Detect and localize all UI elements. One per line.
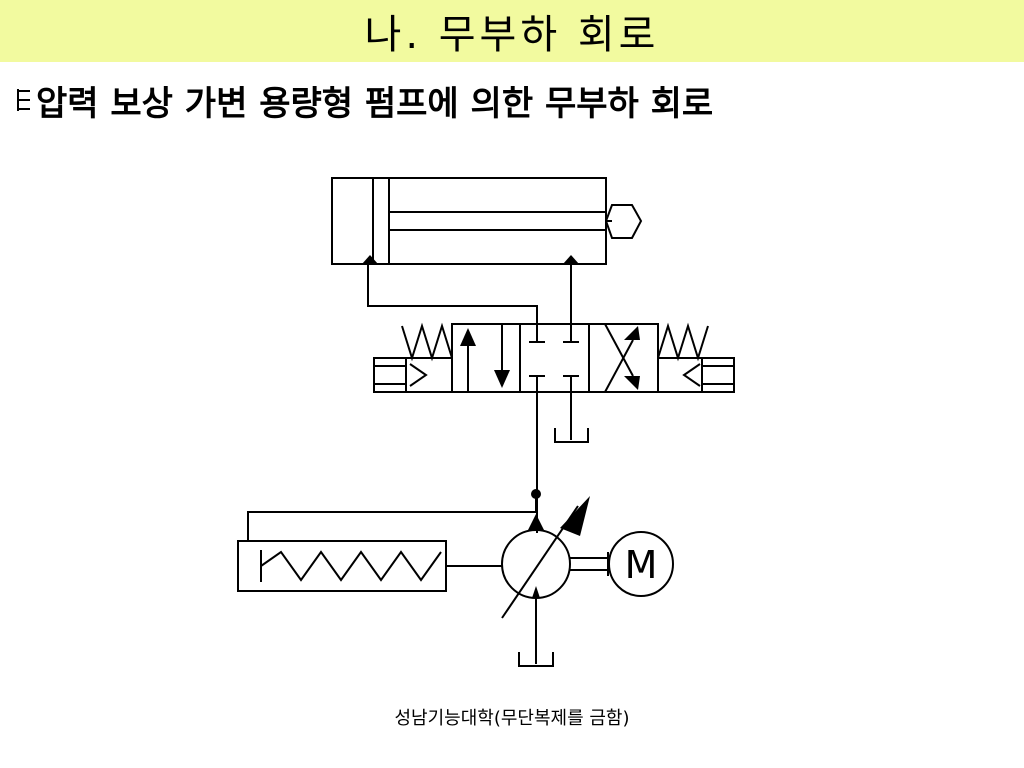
bullet-icon: [17, 89, 30, 111]
solenoid-left: [373, 357, 453, 393]
slide-title: 나. 무부하 회로: [364, 12, 660, 58]
variable-displacement-pump: [501, 496, 590, 619]
directional-control-valve-4-3: [451, 323, 659, 393]
spring-right: [657, 322, 709, 362]
footer: 성남기능대학(무단복제를 금함): [394, 708, 630, 729]
title-bar: 나. 무부하 회로: [0, 0, 1024, 62]
pressure-compensator: [237, 494, 537, 592]
motor-label: M: [625, 543, 658, 587]
tank-pump: [518, 652, 554, 667]
spring-left: [401, 322, 453, 362]
subtitle: 압력 보상 가변 용량형 펌프에 의한 무부하 회로: [36, 83, 714, 124]
tank-valve: [554, 428, 589, 443]
solenoid-right: [657, 357, 735, 393]
hydraulic-cylinder: [331, 177, 643, 265]
subtitle-line: 압력 보상 가변 용량형 펌프에 의한 무부하 회로: [14, 78, 714, 124]
electric-motor: [608, 531, 674, 597]
line-cylinder-cap: [367, 264, 538, 324]
